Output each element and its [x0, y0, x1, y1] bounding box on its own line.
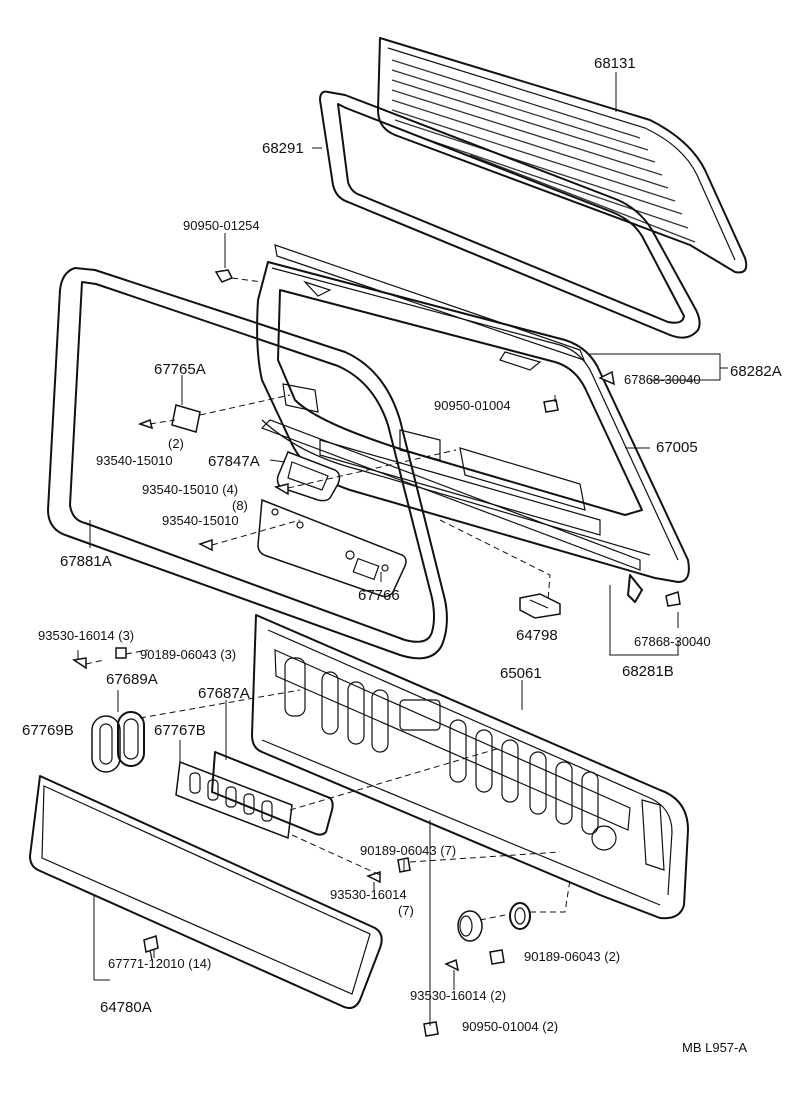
trim-67847A	[276, 451, 341, 502]
clip-67868-30040-top	[598, 370, 615, 386]
screw-93540-15010-b	[198, 538, 213, 552]
trim-67766	[257, 498, 407, 598]
panel-64780A	[29, 775, 383, 1009]
label-93530-16014-3: 93530-16014 (3)	[38, 628, 134, 643]
screw-93530-16014-3	[72, 657, 87, 670]
label-67847A: 67847A	[208, 453, 260, 470]
label-90189-06043-2: 90189-06043 (2)	[524, 949, 620, 964]
label-93540-15010-4: 93540-15010 (4)	[142, 482, 238, 497]
bolt-67771-12010	[143, 935, 159, 961]
label-67868-30040-bot: 67868-30040	[634, 634, 711, 649]
label-93530-16014: 93530-16014	[330, 887, 407, 902]
label-93540-15010-a: 93540-15010	[96, 453, 173, 468]
label-67767B: 67767B	[154, 722, 206, 739]
label-90950-01004-2: 90950-01004 (2)	[462, 1019, 558, 1034]
label-67689A: 67689A	[106, 671, 158, 688]
label-93530-16014-2: 93530-16014 (2)	[410, 988, 506, 1003]
leader-lines	[77, 72, 728, 1026]
cover-67765A	[171, 404, 201, 433]
grommet-67769B	[91, 715, 121, 773]
weatherstrip-68291	[319, 90, 701, 339]
label-90189-06043-3: 90189-06043 (3)	[140, 647, 236, 662]
plug-large	[457, 910, 483, 942]
label-64798: 64798	[516, 627, 558, 644]
labels: 68131 68291 90950-01254 68282A 67868-300…	[22, 55, 782, 1055]
striker-64798	[519, 593, 561, 619]
tailgate-65061	[251, 614, 689, 920]
screw-93530-16014-7	[366, 870, 381, 884]
plug-ring	[509, 902, 531, 930]
label-67868-30040-top: 67868-30040	[624, 372, 701, 387]
dashed-lines	[85, 277, 571, 921]
label-67771-12010: 67771-12010 (14)	[108, 956, 211, 971]
label-8: (8)	[232, 498, 248, 513]
label-67687A: 67687A	[198, 685, 250, 702]
nut-90189-06043-3	[115, 647, 127, 659]
screw-93540-15010-4	[274, 483, 289, 496]
label-7: (7)	[398, 903, 414, 918]
label-68131: 68131	[594, 55, 636, 72]
nut-90950-01004-2	[423, 1021, 439, 1037]
label-2: (2)	[168, 436, 184, 451]
rear-glass-68131	[377, 37, 748, 274]
label-68282A: 68282A	[730, 363, 782, 380]
weatherstrip-67881A	[47, 267, 448, 660]
seal-67687A	[211, 751, 334, 836]
label-68291: 68291	[262, 140, 304, 157]
label-68281B: 68281B	[622, 663, 674, 680]
label-90189-06043-7: 90189-06043 (7)	[360, 843, 456, 858]
clip-67868-30040-bot	[665, 591, 681, 607]
label-90950-01254: 90950-01254	[183, 218, 260, 233]
seal-67689A	[117, 711, 145, 767]
nut-90950-01254	[214, 269, 234, 283]
nut-90950-01004-top	[543, 399, 559, 413]
label-67005: 67005	[656, 439, 698, 456]
label-67765A: 67765A	[154, 361, 206, 378]
label-67881A: 67881A	[60, 553, 112, 570]
back-door-67005	[256, 244, 690, 603]
nut-90189-06043-2	[489, 949, 505, 965]
label-64780A: 64780A	[100, 999, 152, 1016]
label-93540-15010-b: 93540-15010	[162, 513, 239, 528]
screw-93530-16014-2	[444, 958, 460, 972]
label-90950-01004: 90950-01004	[434, 398, 511, 413]
label-67769B: 67769B	[22, 722, 74, 739]
label-67766: 67766	[358, 587, 400, 604]
label-65061: 65061	[500, 665, 542, 682]
footer-code: MB L957-A	[682, 1040, 747, 1055]
